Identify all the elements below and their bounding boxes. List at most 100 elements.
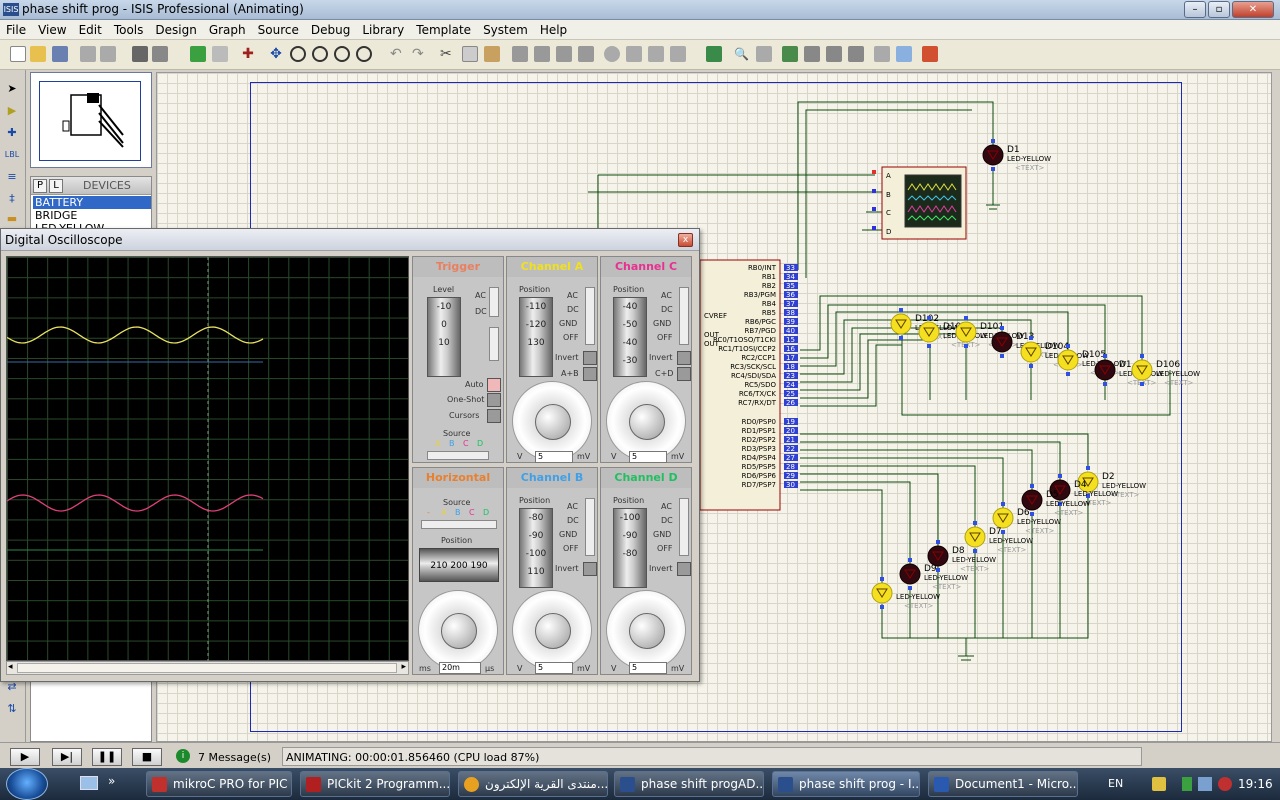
menu-graph[interactable]: Graph	[208, 23, 246, 37]
bus-mode-icon[interactable]: ‡	[9, 192, 15, 205]
grid-icon[interactable]	[212, 46, 228, 62]
property-tool-icon[interactable]	[756, 46, 772, 62]
channel-c-value-field[interactable]: 5	[629, 451, 667, 463]
tray-battery-icon[interactable]	[1182, 777, 1192, 791]
show-desktop-icon[interactable]	[80, 776, 98, 790]
channel-d-value-field[interactable]: 5	[629, 662, 667, 674]
channel-c-invert-toggle[interactable]	[677, 351, 691, 365]
new-sheet-icon[interactable]	[782, 46, 798, 62]
channel-c-position-drum[interactable]: -40-50-40-30	[613, 297, 647, 377]
scope-horizontal-scrollbar[interactable]: ◂ ▸	[6, 661, 409, 675]
zoom-area-icon[interactable]	[356, 46, 372, 62]
menu-help[interactable]: Help	[539, 23, 568, 37]
select-mode-icon[interactable]: ➤	[7, 82, 17, 95]
menu-system[interactable]: System	[483, 23, 528, 37]
channel-b-invert-toggle[interactable]	[583, 562, 597, 576]
remove-sheet-icon[interactable]	[804, 46, 820, 62]
tray-wifi-icon[interactable]	[1198, 777, 1212, 791]
rotate-icon[interactable]: ⇄	[7, 680, 17, 693]
block-delete-icon[interactable]	[578, 46, 594, 62]
channel-a-volts-knob[interactable]	[512, 381, 592, 461]
make-device-icon[interactable]	[626, 46, 642, 62]
block-move-icon[interactable]	[534, 46, 550, 62]
channel-b-volts-knob[interactable]	[512, 590, 592, 670]
play-button[interactable]: ▶	[10, 748, 40, 766]
subcircuit-mode-icon[interactable]: ▬	[6, 212, 18, 225]
taskbar-item-word[interactable]: Document1 - Micro...	[928, 771, 1078, 797]
timebase-knob[interactable]	[418, 590, 498, 670]
zoom-out-icon[interactable]	[312, 46, 328, 62]
trigger-edge-switch[interactable]	[489, 327, 499, 361]
menu-file[interactable]: File	[6, 23, 27, 37]
export-icon[interactable]	[100, 46, 116, 62]
scroll-right-icon[interactable]: ▸	[401, 662, 406, 672]
trigger-source-slider[interactable]	[427, 451, 489, 460]
redo-icon[interactable]: ↷	[412, 46, 424, 62]
menu-view[interactable]: View	[38, 23, 67, 37]
oscilloscope-close-icon[interactable]: x	[678, 233, 693, 247]
led-diode[interactable]: LED-YELLOW<TEXT>	[871, 577, 940, 610]
save-icon[interactable]	[52, 46, 68, 62]
minimize-button[interactable]: –	[1184, 1, 1206, 18]
zoom-child-icon[interactable]	[848, 46, 864, 62]
clock[interactable]: 19:16	[1238, 777, 1273, 791]
text-mode-icon[interactable]: ≡	[7, 170, 17, 183]
taskbar-item-browser[interactable]: منتدى القرية الإلكترون...	[458, 771, 608, 797]
menu-template[interactable]: Template	[416, 23, 472, 37]
taskbar-item-pickit[interactable]: PICkit 2 Programm...	[300, 771, 450, 797]
tray-network-icon[interactable]	[1152, 777, 1166, 791]
search-icon[interactable]: 🔍	[734, 47, 749, 61]
scope-instrument[interactable]: A B C D	[872, 166, 967, 240]
open-folder-icon[interactable]	[30, 46, 46, 62]
channel-c-sum-toggle[interactable]	[677, 367, 691, 381]
channel-d-invert-toggle[interactable]	[677, 562, 691, 576]
block-copy-icon[interactable]	[512, 46, 528, 62]
vertical-scrollbar[interactable]	[1272, 72, 1280, 742]
packaging-icon[interactable]	[648, 46, 664, 62]
tray-volume-icon[interactable]	[1218, 777, 1232, 791]
cut-icon[interactable]: ✂	[440, 46, 452, 62]
copy-icon[interactable]	[462, 46, 478, 62]
print-area-icon[interactable]	[152, 46, 168, 62]
trigger-coupling-switch[interactable]	[489, 287, 499, 317]
led-diode[interactable]: D101LED-YELLOW<TEXT>	[955, 316, 1024, 349]
menu-tools[interactable]: Tools	[113, 23, 144, 37]
mirror-icon[interactable]: ⇅	[7, 702, 17, 715]
start-button[interactable]	[6, 768, 48, 800]
pause-button[interactable]: ❚❚	[92, 748, 122, 766]
menu-edit[interactable]: Edit	[78, 23, 102, 37]
library-button[interactable]: L	[49, 179, 63, 193]
channel-a-coupling-switch[interactable]	[585, 287, 595, 345]
timebase-value-field[interactable]: 20m	[439, 662, 481, 674]
scroll-thumb[interactable]	[17, 663, 397, 673]
ares-icon[interactable]	[922, 46, 938, 62]
origin-icon[interactable]: ✚	[242, 46, 254, 62]
menu-debug[interactable]: Debug	[310, 23, 351, 37]
menu-design[interactable]: Design	[155, 23, 197, 37]
zoom-all-icon[interactable]	[334, 46, 350, 62]
channel-b-coupling-switch[interactable]	[585, 498, 595, 556]
paste-icon[interactable]	[484, 46, 500, 62]
quicklaunch-chevron-icon[interactable]: »	[108, 774, 116, 788]
close-button[interactable]: ✕	[1232, 1, 1274, 18]
channel-a-invert-toggle[interactable]	[583, 351, 597, 365]
channel-a-sum-toggle[interactable]	[583, 367, 597, 381]
messages-count[interactable]: 7 Message(s)	[198, 751, 272, 764]
oscilloscope-window[interactable]: Digital Oscilloscope x ◂ ▸ Trigger Level…	[0, 228, 700, 682]
device-item[interactable]: BRIDGE	[35, 209, 78, 222]
cursors-toggle[interactable]	[487, 409, 501, 423]
new-file-icon[interactable]	[10, 46, 26, 62]
channel-a-value-field[interactable]: 5	[535, 451, 573, 463]
goto-sheet-icon[interactable]	[826, 46, 842, 62]
